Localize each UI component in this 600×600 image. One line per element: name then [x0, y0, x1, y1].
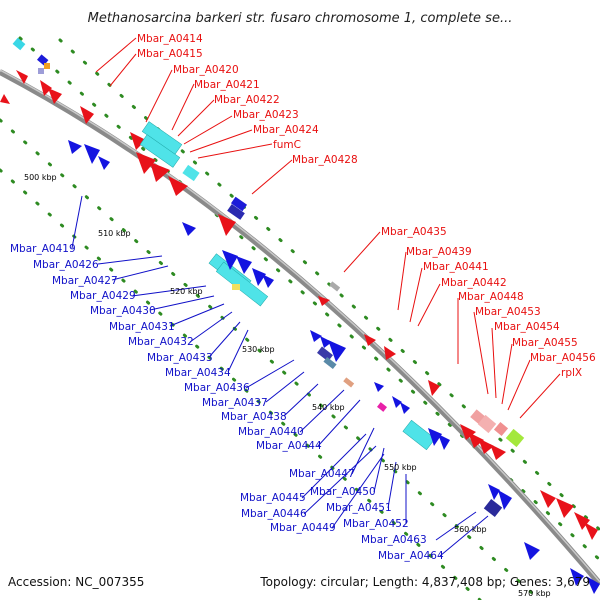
gene-label-reverse[interactable]: Mbar_A0432 — [128, 336, 194, 348]
gene-label-reverse[interactable]: Mbar_A0438 — [221, 411, 287, 423]
gene-label-reverse[interactable]: Mbar_A0437 — [202, 397, 268, 409]
gene-label-reverse[interactable]: Mbar_A0450 — [310, 486, 376, 498]
gene-label-reverse[interactable]: Mbar_A0431 — [109, 321, 175, 333]
gene-label-reverse[interactable]: Mbar_A0434 — [165, 367, 231, 379]
tick-labels: 500 kbp 510 kbp 520 kbp 530 kbp 540 kbp … — [24, 173, 551, 598]
gene-label-reverse[interactable]: Mbar_A0449 — [270, 522, 336, 534]
gene-label-forward[interactable]: Mbar_A0414 — [137, 33, 203, 45]
gene-label-forward[interactable]: Mbar_A0441 — [423, 261, 489, 273]
gene-label-reverse[interactable]: Mbar_A0419 — [10, 243, 76, 255]
gene-label-reverse[interactable]: Mbar_A0447 — [289, 468, 355, 480]
gene-label-forward[interactable]: fumC — [273, 139, 301, 151]
inner-strand-features — [0, 94, 600, 594]
gene-label-forward[interactable]: Mbar_A0420 — [173, 64, 239, 76]
gene-label-forward[interactable]: Mbar_A0439 — [406, 246, 472, 258]
leader-lines — [71, 37, 561, 557]
gene-label-forward[interactable]: Mbar_A0421 — [194, 79, 260, 91]
gene-label-forward[interactable]: Mbar_A0453 — [475, 306, 541, 318]
gene-label-reverse[interactable]: Mbar_A0436 — [184, 382, 250, 394]
gene-label-forward[interactable]: Mbar_A0435 — [381, 226, 447, 238]
gene-label-forward[interactable]: Mbar_A0428 — [292, 154, 358, 166]
gene-label-reverse[interactable]: Mbar_A0426 — [33, 259, 99, 271]
gene-label-reverse[interactable]: Mbar_A0445 — [240, 492, 306, 504]
gene-label-forward[interactable]: rplX — [561, 367, 582, 379]
gene-label-reverse[interactable]: Mbar_A0463 — [361, 534, 427, 546]
gene-label-forward[interactable]: Mbar_A0422 — [214, 94, 280, 106]
tick-label: 570 kbp — [518, 589, 551, 598]
outer-strand-features — [12, 37, 598, 540]
tick-label: 560 kbp — [454, 525, 487, 534]
gene-label-reverse[interactable]: Mbar_A0446 — [241, 508, 307, 520]
gene-label-forward[interactable]: Mbar_A0455 — [512, 337, 578, 349]
tick-label: 550 kbp — [384, 463, 417, 472]
gene-label-forward[interactable]: Mbar_A0415 — [137, 48, 203, 60]
gene-label-reverse[interactable]: Mbar_A0464 — [378, 550, 444, 562]
gene-label-forward[interactable]: Mbar_A0448 — [458, 291, 524, 303]
gene-label-forward[interactable]: Mbar_A0454 — [494, 321, 560, 333]
gene-label-reverse[interactable]: Mbar_A0427 — [52, 275, 118, 287]
tick-label: 540 kbp — [312, 403, 345, 412]
accession-label: Accession: NC_007355 — [8, 575, 144, 589]
gene-label-forward[interactable]: Mbar_A0423 — [233, 109, 299, 121]
gene-label-reverse[interactable]: Mbar_A0429 — [70, 290, 136, 302]
gene-label-forward[interactable]: Mbar_A0424 — [253, 124, 319, 136]
gene-label-reverse[interactable]: Mbar_A0452 — [343, 518, 409, 530]
tick-label: 530 kbp — [242, 345, 275, 354]
forward-gene-labels[interactable]: Mbar_A0414 Mbar_A0415 Mbar_A0420 Mbar_A0… — [137, 33, 596, 379]
tick-label: 500 kbp — [24, 173, 57, 182]
gene-label-reverse[interactable]: Mbar_A0440 — [238, 426, 304, 438]
reverse-gene-labels[interactable]: Mbar_A0419 Mbar_A0426 Mbar_A0427 Mbar_A0… — [10, 243, 444, 562]
topology-label: Topology: circular; Length: 4,837,408 bp… — [259, 575, 590, 589]
gene-label-reverse[interactable]: Mbar_A0451 — [326, 502, 392, 514]
tick-label: 520 kbp — [170, 287, 203, 296]
gene-label-reverse[interactable]: Mbar_A0444 — [256, 440, 322, 452]
map-title: Methanosarcina barkeri str. fusaro chrom… — [88, 11, 513, 26]
tick-label: 510 kbp — [98, 229, 131, 238]
gene-label-forward[interactable]: Mbar_A0456 — [530, 352, 596, 364]
gene-label-reverse[interactable]: Mbar_A0433 — [147, 352, 213, 364]
gene-label-forward[interactable]: Mbar_A0442 — [441, 277, 507, 289]
gene-label-reverse[interactable]: Mbar_A0430 — [90, 305, 156, 317]
